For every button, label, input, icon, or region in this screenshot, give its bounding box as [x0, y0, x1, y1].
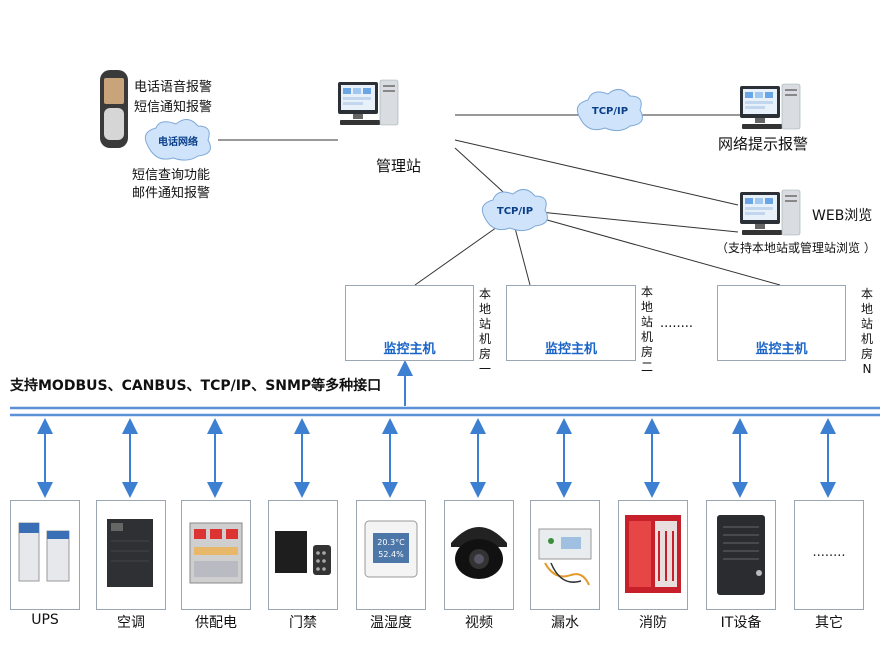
manager-to-web-link: [454, 139, 739, 206]
web-browse-note: （支持本地站或管理站浏览 ）: [716, 241, 876, 255]
station-1-room-label: 本地站机房一: [478, 287, 491, 376]
station-2-room-label: 本地站机房二: [640, 285, 653, 374]
station-1-box: 监控主机: [345, 285, 474, 361]
device-label-temp-humidity: 温湿度: [370, 615, 412, 631]
web-browse-label: WEB浏览: [812, 208, 873, 224]
ups-icon: [18, 522, 70, 582]
device-label-other: 其它: [815, 615, 843, 631]
tcpip-cloud-top: TCP/IP: [576, 89, 643, 132]
device-label-water-leak: 漏水: [551, 615, 579, 631]
device-label-server: IT设备: [720, 615, 762, 631]
power-distribution-icon: [189, 522, 243, 584]
temp-readout: 20.3°C: [377, 538, 405, 547]
fire-cabinet-icon: [625, 515, 681, 593]
device-label-ups: UPS: [31, 612, 59, 628]
mid-cloud-to-station1-link: [414, 224, 501, 286]
field-bus: [10, 406, 880, 417]
device-box-fire-cabinet: [618, 500, 688, 610]
mid-cloud-to-web-link: [539, 211, 739, 233]
email-notify-alarm-text: 邮件通知报警: [132, 186, 211, 201]
device-box-air-conditioner: [96, 500, 166, 610]
humidity-readout: 52.4%: [378, 550, 404, 559]
network-alarm-computer-icon: [739, 83, 801, 130]
device-box-server: [706, 500, 776, 610]
device-label-access-control: 门禁: [289, 615, 317, 631]
device-box-water-leak: [530, 500, 600, 610]
interface-support-text: 支持MODBUS、CANBUS、TCP/IP、SNMP等多种接口: [10, 378, 382, 394]
manager-station-label: 管理站: [376, 157, 422, 175]
device-box-temp-humidity: 20.3°C 52.4%: [356, 500, 426, 610]
station-3-host-label: 监控主机: [755, 342, 808, 357]
sms-query-text: 短信查询功能: [132, 168, 211, 183]
device-label-power-distribution: 供配电: [195, 615, 237, 631]
mobile-phone-icon: [100, 70, 128, 148]
network-links: [218, 114, 781, 286]
web-browse-computer-icon: [739, 189, 801, 236]
station-1-host-label: 监控主机: [383, 342, 436, 357]
mid-cloud-to-station2-link: [514, 227, 531, 286]
access-control-icon: [275, 531, 331, 575]
mid-cloud-to-station3-link: [539, 217, 781, 286]
phone-voice-alarm-text: 电话语音报警: [134, 80, 213, 95]
device-label-air-conditioner: 空调: [117, 615, 145, 631]
station-2-host-label: 监控主机: [544, 342, 597, 357]
tcpip-cloud-mid: TCP/IP: [481, 189, 548, 232]
phone-cloud-label: 电话网络: [158, 135, 198, 148]
camera-icon: [451, 527, 507, 579]
station-3-room-label: 本地站机房N: [860, 287, 873, 376]
station-ellipsis: ........: [660, 316, 694, 331]
station-2-box: 监控主机: [506, 285, 636, 361]
device-label-fire-cabinet: 消防: [639, 615, 667, 631]
sms-notify-alarm-text: 短信通知报警: [134, 100, 213, 115]
station-3-box: 监控主机: [717, 285, 846, 361]
device-box-other: ........: [794, 500, 864, 610]
device-box-ups: [10, 500, 80, 610]
manager-station-computer-icon: [337, 79, 399, 126]
device-arrows: [37, 418, 836, 498]
temp-humidity-icon: 20.3°C 52.4%: [364, 520, 418, 578]
server-icon: [717, 515, 765, 595]
tcpip-top-label: TCP/IP: [592, 106, 628, 117]
water-leak-icon: [538, 528, 592, 586]
manager-to-mid-cloud-link: [454, 147, 513, 201]
other-ellipsis: ........: [812, 545, 846, 560]
air-conditioner-icon: [107, 519, 153, 587]
device-box-access-control: [268, 500, 338, 610]
device-box-camera: [444, 500, 514, 610]
network-alarm-label: 网络提示报警: [718, 135, 809, 153]
device-box-power-distribution: [181, 500, 251, 610]
device-label-camera: 视频: [465, 615, 493, 631]
tcpip-mid-label: TCP/IP: [497, 206, 533, 217]
phone-network-cloud: 电话网络: [144, 119, 211, 161]
